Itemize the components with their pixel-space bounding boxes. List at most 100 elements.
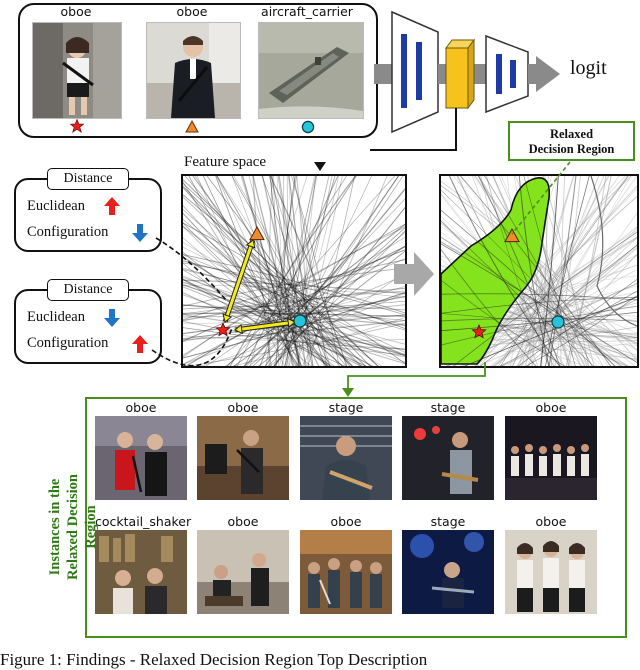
input-photo-aircraft-carrier <box>258 22 364 119</box>
feature-line <box>196 176 285 366</box>
side-label: Instances in the Relaxed Decision Region <box>46 452 100 602</box>
distance-box-1-title: Distance <box>47 168 129 190</box>
feature-line <box>183 226 405 358</box>
feature-line <box>183 267 405 331</box>
feature-line <box>486 176 551 366</box>
logit-label: logit <box>570 57 607 79</box>
feature-line <box>183 246 405 357</box>
feature-line <box>474 269 637 366</box>
feature-line <box>533 176 595 366</box>
feature-line <box>476 176 627 366</box>
feature-line <box>441 220 594 366</box>
feature-line <box>274 176 317 366</box>
feature-line <box>506 176 533 366</box>
feature-line <box>183 314 405 340</box>
feature-line <box>231 176 302 366</box>
feature-line <box>252 176 272 366</box>
feature-line <box>183 256 374 366</box>
figure-caption: Figure 1: Findings - Relaxed Decision Re… <box>0 650 428 669</box>
feature-line <box>492 176 570 366</box>
feature-line <box>268 271 405 366</box>
feature-line <box>531 176 599 366</box>
feature-line <box>447 237 637 366</box>
feature-line <box>183 258 405 365</box>
grid-photo-r1c2 <box>197 416 289 500</box>
feature-line <box>441 236 622 366</box>
feature-line <box>183 279 405 295</box>
feature-line <box>525 295 637 366</box>
grid-connector <box>342 362 486 397</box>
feature-line <box>268 176 331 366</box>
feature-line <box>183 327 405 350</box>
network-diagram <box>370 10 560 151</box>
feature-line <box>183 222 331 366</box>
grid-photo-r2c5 <box>505 530 597 614</box>
feature-line <box>183 321 405 356</box>
feature-line <box>441 209 616 366</box>
up-arrow-icon <box>132 335 148 353</box>
feature-line <box>441 185 637 361</box>
grid-photo-r1c5 <box>505 416 597 500</box>
feature-line <box>513 176 555 366</box>
feature-line <box>296 176 343 366</box>
feature-line <box>460 176 612 366</box>
feature-line <box>441 281 637 356</box>
feature-line <box>183 304 405 321</box>
relaxed-region-label-box: Relaxed Decision Region <box>508 121 635 161</box>
feature-line <box>441 304 637 337</box>
feature-line <box>441 240 624 366</box>
feature-line <box>512 176 610 366</box>
feature-line <box>484 176 593 366</box>
grid-label-r1c3: stage <box>328 400 364 415</box>
feature-line <box>183 204 344 366</box>
feature-line <box>475 185 637 366</box>
encoder-block <box>391 10 439 134</box>
feature-line <box>183 225 362 366</box>
red-star-marker <box>70 119 84 133</box>
feature-line <box>231 176 331 366</box>
feature-line <box>560 176 566 366</box>
distance-arrow <box>234 320 296 332</box>
input-photo-oboe-man <box>146 22 241 119</box>
feature-line <box>441 192 586 366</box>
feature-line <box>462 195 637 366</box>
feature-line <box>185 246 405 366</box>
orange-triangle-marker <box>249 225 265 241</box>
relaxed-region-panel <box>439 174 639 368</box>
feature-line <box>441 268 631 366</box>
grid-photo-r2c3 <box>300 530 392 614</box>
distance-box-1-euclidean: Euclidean <box>27 198 85 214</box>
down-arrow-icon <box>132 224 148 242</box>
feature-line <box>441 222 590 366</box>
up-arrow-icon <box>104 197 120 215</box>
feature-line <box>242 176 294 366</box>
feature-line <box>441 241 637 351</box>
feature-line <box>246 198 405 366</box>
feature-line <box>248 176 308 366</box>
feature-space-label: Feature space <box>184 154 267 170</box>
feature-line <box>261 176 325 366</box>
feature-line <box>192 176 327 366</box>
feature-line <box>520 176 637 366</box>
feature-line <box>441 326 637 348</box>
feature-line <box>240 176 295 366</box>
feature-line <box>249 176 308 366</box>
grid-label-r1c1: oboe <box>125 400 157 415</box>
feature-line <box>183 179 371 366</box>
feature-line <box>284 176 330 366</box>
feature-line <box>284 176 336 366</box>
feature-line <box>498 176 628 366</box>
grid-photo-r1c1 <box>95 416 187 500</box>
feature-line <box>288 176 314 366</box>
feature-line <box>183 182 379 366</box>
classifier-block <box>485 34 529 114</box>
feature-line <box>183 291 405 359</box>
feature-line <box>457 176 566 366</box>
orange-triangle-marker <box>185 120 199 133</box>
feature-line <box>441 248 537 366</box>
feature-line <box>183 304 405 318</box>
feature-line <box>500 290 637 366</box>
feature-line <box>183 225 335 366</box>
feature-line <box>259 176 339 366</box>
feature-line <box>276 176 287 366</box>
